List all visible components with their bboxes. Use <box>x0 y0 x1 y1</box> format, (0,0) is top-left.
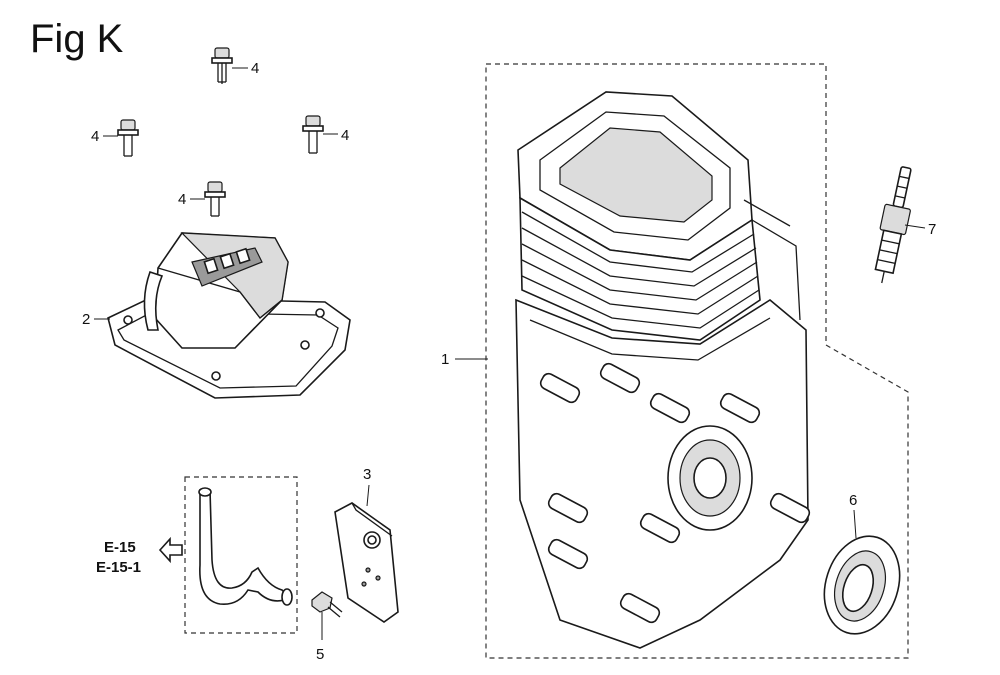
crankcase-cylinder <box>515 91 811 649</box>
callout-6: 6 <box>849 492 857 509</box>
spark-plug <box>874 166 912 284</box>
callout-3: 3 <box>363 466 371 483</box>
bolt-top <box>211 47 248 84</box>
hollow-left-arrow-icon <box>158 536 183 564</box>
breather-plate <box>334 484 399 623</box>
callout-7: 7 <box>928 221 936 238</box>
callout-2: 2 <box>82 311 90 328</box>
plate-screw <box>311 591 343 640</box>
figure-title: Fig K <box>30 17 124 61</box>
callout-4-left: 4 <box>91 128 99 145</box>
reference-label-e15-1: E-15-1 <box>96 559 141 576</box>
callout-4-right: 4 <box>341 127 349 144</box>
oil-seal <box>823 509 901 635</box>
breather-tube <box>198 487 293 606</box>
callout-4-lower: 4 <box>178 191 186 208</box>
reference-label-e15: E-15 <box>104 539 136 556</box>
head-cover <box>94 232 351 399</box>
bolt-right <box>302 115 338 154</box>
crankcase-group-outline <box>485 63 909 659</box>
tube-group-box <box>184 476 298 634</box>
bolt-lower <box>190 181 226 217</box>
callout-1: 1 <box>441 351 449 368</box>
bolt-left <box>103 119 139 157</box>
callout-4-top: 4 <box>251 60 259 77</box>
callout-5: 5 <box>316 646 324 663</box>
